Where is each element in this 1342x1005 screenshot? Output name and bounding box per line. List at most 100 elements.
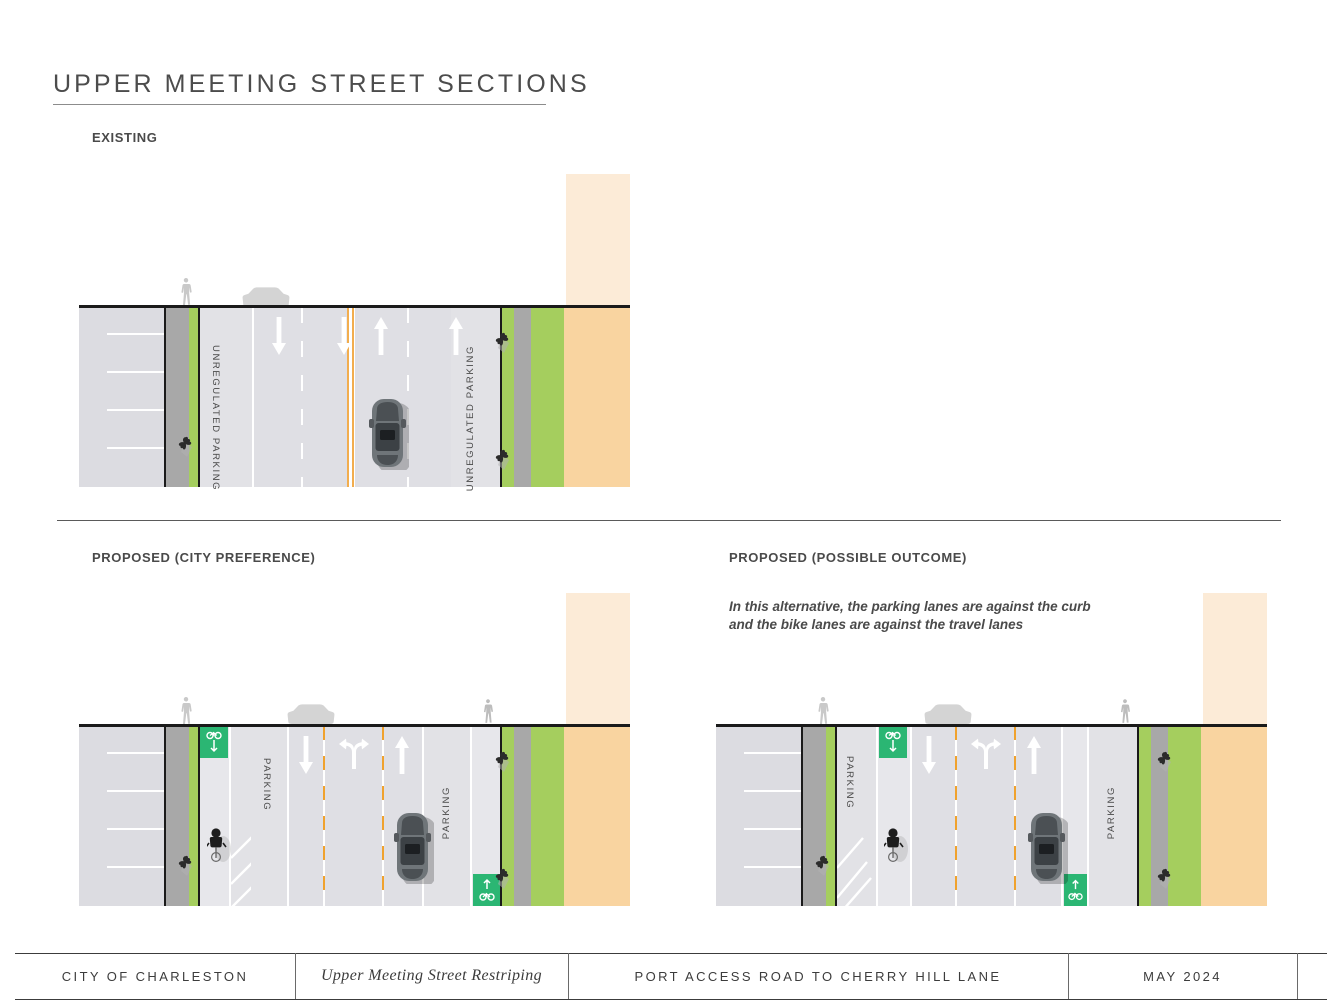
parking-edge-line — [470, 726, 472, 906]
two-way-left-turn-arrow-icon — [971, 738, 1001, 769]
left-parking-label: UNREGULATED PARKING — [210, 345, 221, 492]
right-parking-lane — [451, 307, 500, 487]
right-parking-label: PARKING — [1106, 786, 1117, 840]
street-tree-icon — [178, 436, 192, 457]
footer-bottom-rule — [15, 999, 1327, 1000]
left-sidewalk — [166, 726, 189, 906]
right-curb-line — [500, 307, 502, 487]
right-curb-line — [1137, 726, 1139, 906]
street-tree-icon — [495, 332, 509, 353]
title-underline — [53, 104, 546, 105]
right-parking-lane — [1089, 726, 1137, 906]
building-hatch-line — [107, 790, 164, 792]
turn-lane-edge-dashed-left — [323, 726, 325, 906]
bike-lane-edge-line — [910, 726, 912, 906]
buffer-hatch-icon — [231, 835, 253, 906]
left-buffer-zone — [231, 726, 251, 906]
right-parking-label: UNREGULATED PARKING — [465, 345, 476, 492]
cyclist-plan-icon — [207, 828, 231, 863]
footer-project: Upper Meeting Street Restriping — [320, 967, 543, 984]
footer-separator — [568, 953, 569, 999]
pedestrian-silhouette-icon — [818, 697, 829, 724]
bike-symbol-icon — [885, 731, 901, 753]
footer-separator — [295, 953, 296, 999]
left-parking-lane — [200, 307, 252, 487]
travel-arrow-down-icon — [922, 736, 936, 774]
street-tree-icon — [495, 751, 509, 772]
travel-arrow-down-icon — [299, 736, 313, 774]
section-label-city-preference: PROPOSED (CITY PREFERENCE) — [92, 550, 316, 565]
cyclist-plan-icon — [884, 828, 908, 863]
travel-arrow-up-icon — [1027, 736, 1041, 774]
left-property-line — [164, 307, 166, 487]
section-label-existing: EXISTING — [92, 130, 158, 145]
footer-separator — [1068, 953, 1069, 999]
right-planting-strip-inner — [502, 726, 514, 906]
left-planting-strip — [826, 726, 835, 906]
pedestrian-silhouette-icon — [181, 697, 192, 724]
cp-section-line — [79, 724, 630, 727]
bike-lane-edge-line — [1087, 726, 1089, 906]
street-tree-icon — [815, 855, 829, 876]
section-label-possible-outcome: PROPOSED (POSSIBLE OUTCOME) — [729, 550, 967, 565]
left-curb-line — [835, 726, 837, 906]
left-property-line — [801, 726, 803, 906]
bike-symbol-icon — [479, 878, 495, 901]
building-hatch-line — [744, 828, 801, 830]
right-building-zone — [564, 726, 630, 906]
travel-arrow-down-icon — [337, 317, 351, 355]
left-parking-label: PARKING — [844, 756, 855, 810]
vehicle-silhouette-icon — [287, 704, 335, 724]
section-divider — [57, 520, 1281, 521]
left-property-line — [164, 726, 166, 906]
left-building-zone — [716, 726, 801, 906]
left-parking-label: PARKING — [261, 758, 272, 812]
right-sidewalk — [514, 726, 531, 906]
building-hatch-line — [107, 866, 164, 868]
parked-car-plan-icon — [369, 399, 409, 470]
street-tree-icon — [1157, 868, 1171, 889]
building-hatch-line — [107, 333, 164, 335]
building-hatch-line — [107, 447, 164, 449]
parked-car-plan-icon — [394, 813, 434, 884]
po-section-line — [716, 724, 1267, 727]
right-sidewalk — [514, 307, 531, 487]
right-planting-strip-inner — [502, 307, 514, 487]
turn-lane-edge-dashed-right — [1014, 726, 1016, 906]
pedestrian-silhouette-icon — [483, 699, 493, 723]
left-building-zone — [79, 307, 164, 487]
building-hatch-line — [107, 828, 164, 830]
left-planting-strip — [189, 726, 198, 906]
existing-building-massing-above — [566, 174, 630, 307]
travel-arrow-up-icon — [374, 317, 388, 355]
two-way-left-turn-arrow-icon — [339, 738, 369, 769]
southbound-travel-lane — [912, 726, 955, 906]
left-building-zone — [79, 726, 164, 906]
building-hatch-line — [744, 790, 801, 792]
street-tree-icon — [1157, 751, 1171, 772]
right-planting-strip-inner — [1139, 726, 1151, 906]
po-building-massing-above — [1203, 593, 1267, 726]
travel-lane-edge-line — [1061, 726, 1063, 906]
left-sidewalk — [803, 726, 826, 906]
turn-lane-edge-dashed-right — [382, 726, 384, 906]
right-sidewalk — [1151, 726, 1168, 906]
pedestrian-silhouette-icon — [1120, 699, 1130, 723]
centerline-left — [347, 307, 349, 487]
lane-divider-dashed — [407, 307, 409, 487]
travel-arrow-down-icon — [272, 317, 286, 355]
parking-edge-line — [287, 726, 289, 906]
footer-separator — [1297, 953, 1298, 999]
bike-lane-green-marking — [473, 874, 500, 906]
vehicle-silhouette-icon — [924, 704, 972, 724]
right-planting-strip-outer — [531, 726, 564, 906]
right-building-zone — [1201, 726, 1267, 906]
right-parking-label: PARKING — [441, 786, 452, 840]
pedestrian-silhouette-icon — [181, 278, 192, 305]
existing-section-line — [79, 305, 630, 308]
left-parking-lane — [251, 726, 287, 906]
left-planting-strip — [189, 307, 198, 487]
building-hatch-line — [107, 409, 164, 411]
possible-outcome-note: In this alternative, the parking lanes a… — [729, 599, 1091, 632]
travel-arrow-up-icon — [449, 317, 463, 355]
